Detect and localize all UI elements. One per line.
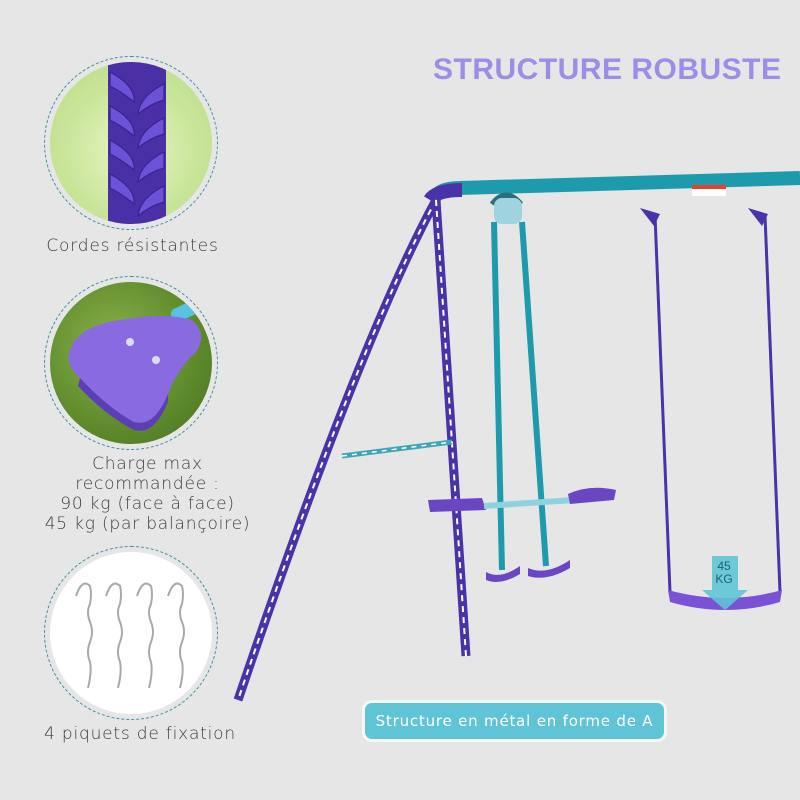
rope-swing	[640, 208, 782, 610]
page-title: STRUCTURE ROBUSTE	[433, 53, 782, 86]
glider-swing	[428, 192, 616, 582]
seesaw-seat-image	[50, 282, 212, 444]
feature-label-stakes: 4 piquets de fixation	[44, 724, 236, 744]
weight-arrow-label: 45 KG	[715, 559, 733, 586]
ground-stakes-image	[50, 552, 212, 714]
structure-caption-badge: Structure en métal en forme de A	[362, 700, 667, 742]
feature-label-max-load: Charge max recommandée : 90 kg (face à f…	[44, 454, 251, 534]
braided-rope-image	[50, 62, 212, 224]
a-frame-legs	[233, 197, 471, 702]
feature-label-rope: Cordes résistantes	[46, 236, 219, 256]
feature-circle-stakes	[44, 546, 218, 720]
feature-circle-seat	[44, 276, 218, 450]
feature-circle-rope	[44, 56, 218, 230]
